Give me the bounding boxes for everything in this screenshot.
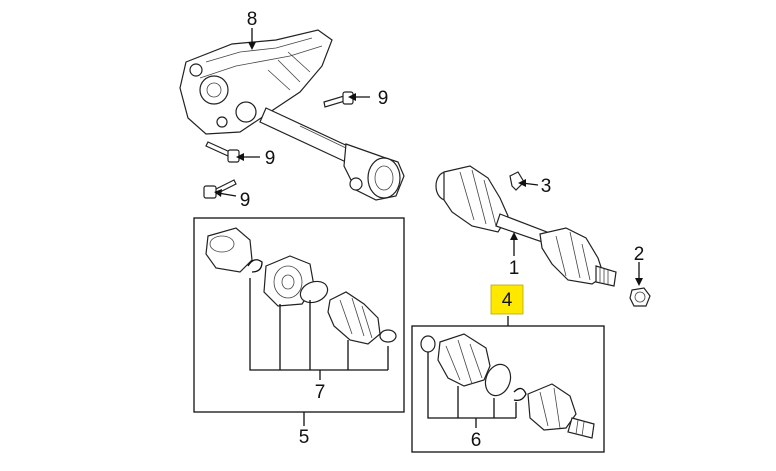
leader-lines-main [214,28,643,326]
callout-2: 2 [634,244,645,265]
bolt-illustration-upper [323,91,354,108]
clip-illustration [509,171,525,191]
bolt-illustration-middle [205,141,240,163]
nut-illustration [629,287,651,307]
leader-lines-kit-5 [249,278,389,426]
callout-9-middle: 9 [265,148,276,169]
callout-3: 3 [541,176,552,197]
leader-lines-kit-6 [427,352,517,428]
callout-8: 8 [247,9,258,30]
callout-1: 1 [509,258,520,279]
callout-4-highlight [490,284,524,315]
callout-9-upper: 9 [378,88,389,109]
inner-joint-kit-box [193,217,405,413]
drive-shaft-illustration [435,165,617,287]
callout-7: 7 [315,382,326,403]
callout-9-lower: 9 [240,190,251,211]
callout-5: 5 [299,427,310,448]
outer-joint-kit-illustration [420,333,595,439]
inner-joint-kit-illustration [205,227,397,345]
callout-4: 4 [502,290,513,311]
differential-housing-illustration [179,29,405,201]
callout-6: 6 [471,430,482,451]
